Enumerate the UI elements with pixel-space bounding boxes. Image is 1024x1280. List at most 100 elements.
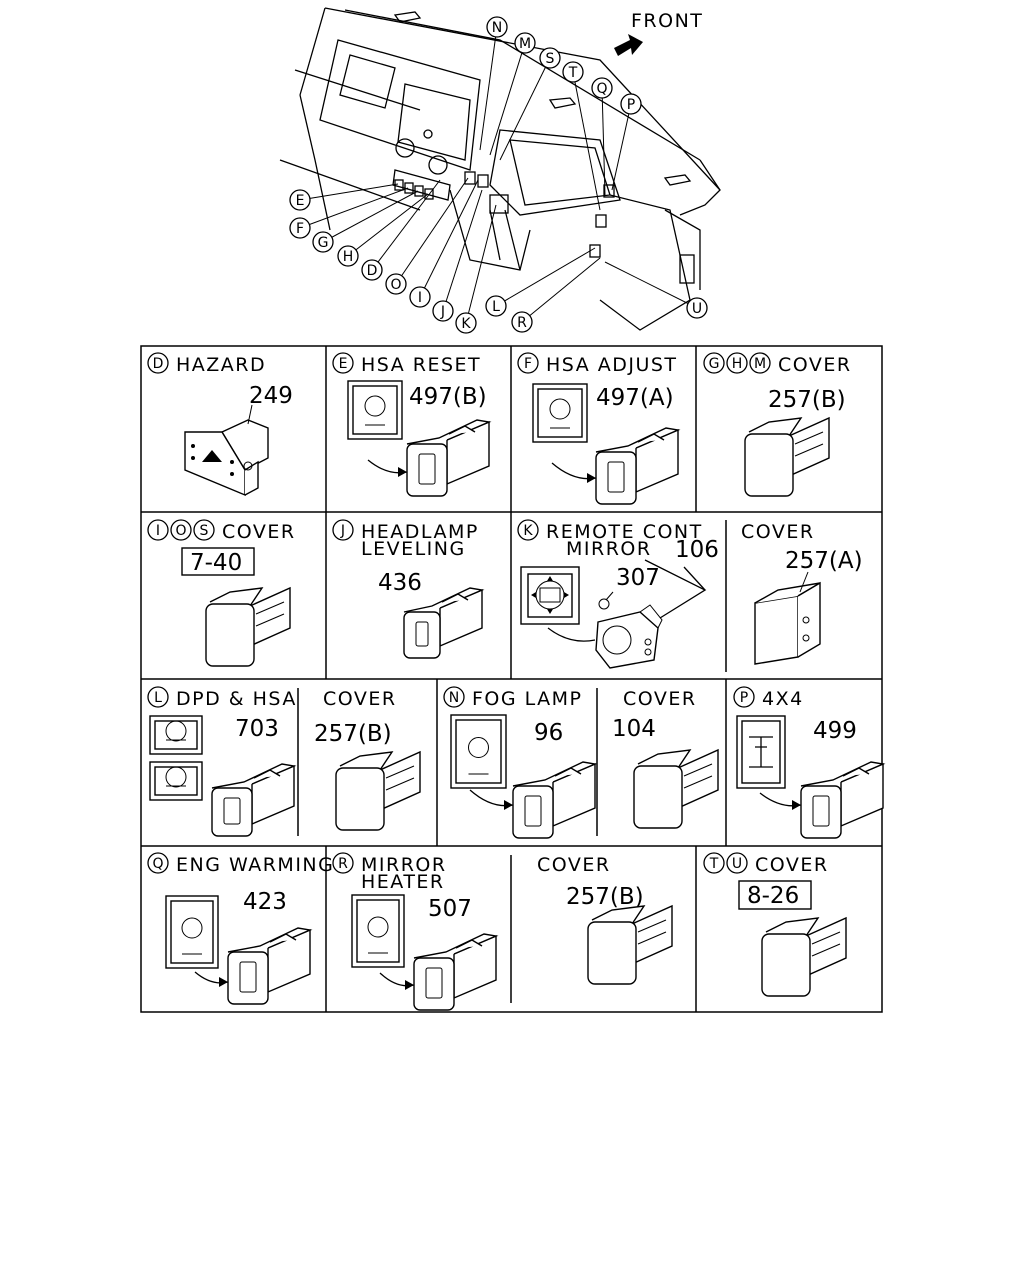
letter-circle [726, 352, 748, 374]
cell-title: HAZARD [176, 354, 266, 376]
fog-lamp-icon-panel [450, 714, 507, 789]
letter-circle [332, 519, 354, 541]
hazard-switch-part [184, 404, 269, 497]
part-number-497a: 497(A) [596, 385, 674, 411]
mirror-heater-switch [413, 933, 499, 1011]
letter-circle [193, 519, 215, 541]
callout-letter: P [627, 97, 635, 113]
dashboard-overview [279, 7, 721, 331]
letter-circle [517, 352, 539, 374]
cell-title: COVER [778, 354, 852, 376]
cell-header-e: E HSA RESET [332, 352, 481, 376]
part-number-307: 307 [616, 565, 660, 591]
callout-letter: O [390, 277, 401, 293]
letter-l: L [154, 690, 162, 706]
headlamp-leveling-switch [403, 587, 485, 659]
cover-104-part [633, 748, 719, 829]
part-number-497b: 497(B) [409, 384, 487, 410]
callout-s: S [499, 47, 561, 161]
dpd-icon-panel [149, 715, 203, 755]
part-number-257b: 257(B) [566, 884, 644, 910]
letter-r: R [338, 856, 348, 872]
fog-lamp-switch [512, 761, 598, 839]
letter-circle [517, 519, 539, 541]
ref-number-7-40: 7-40 [190, 550, 242, 576]
letter-g: G [709, 356, 720, 372]
cell-title: HSA RESET [361, 354, 481, 376]
callout-i: I [409, 179, 479, 308]
cover-8-26-part [761, 916, 847, 997]
cell-header-lc: COVER [323, 688, 397, 710]
part-number-257b: 257(B) [768, 387, 846, 413]
callout-r: R [511, 257, 601, 333]
callout-letter: L [492, 299, 500, 315]
letter-p: P [740, 690, 748, 706]
callout-o: O [385, 177, 469, 295]
letter-n: N [449, 690, 459, 706]
cell-title: HEADLAMP [361, 521, 479, 543]
letter-circle [443, 686, 465, 708]
callout-u: U [604, 261, 708, 319]
letter-circle [332, 352, 354, 374]
part-number-104: 104 [612, 716, 656, 742]
cell-title: COVER [323, 688, 397, 710]
remote-mirror-switch-part [520, 559, 707, 669]
letter-q: Q [152, 856, 163, 872]
letter-e: E [339, 356, 348, 372]
callout-n: N [479, 16, 508, 151]
cover-257b-part [335, 750, 421, 831]
ref-box [738, 880, 812, 910]
letter-t: T [709, 856, 719, 872]
callout-letter: N [492, 20, 502, 36]
letter-circle [147, 519, 169, 541]
letter-f: F [524, 356, 532, 372]
cell-title: ENG WARMING [176, 854, 334, 876]
front-arrow-icon [614, 34, 643, 56]
cover-257b-part [587, 904, 673, 985]
front-label: FRONT [631, 10, 703, 32]
letter-j: J [340, 523, 345, 539]
cell-title: 4X4 [762, 688, 804, 710]
callout-d: D [361, 179, 441, 281]
part-number-507: 507 [428, 896, 472, 922]
cell-header-kc: COVER [741, 521, 815, 543]
hsa-reset-switch [406, 419, 492, 497]
part-number-106: 106 [675, 537, 719, 563]
cell-title: COVER [222, 521, 296, 543]
hsa-adjust-switch [595, 427, 681, 505]
letter-circle [147, 352, 169, 374]
callout-k: K [455, 204, 497, 334]
callout-letter: H [343, 249, 354, 265]
callout-letter: S [546, 51, 555, 67]
callout-t: T [562, 61, 601, 211]
cell-title: HSA ADJUST [546, 354, 678, 376]
dpd-hsa-switch [211, 763, 297, 837]
cell-header-nc: COVER [623, 688, 695, 710]
part-number-436: 436 [378, 570, 422, 596]
eng-warming-switch [227, 927, 313, 1005]
callout-letter: R [517, 315, 527, 331]
callout-letter: K [461, 316, 471, 332]
cell-title: DPD & HSA [176, 688, 297, 710]
ref-box [181, 547, 255, 576]
callout-p: P [611, 93, 642, 191]
cell-title: MIRROR [361, 854, 447, 876]
part-numbers: 249 497(B) 497(A) 257(B) 7-40 436 106 30… [181, 383, 863, 922]
letter-circle [332, 852, 354, 874]
letter-circle [733, 686, 755, 708]
callout-letter: G [318, 235, 329, 251]
callout-m: M [489, 32, 536, 156]
letter-s: S [200, 523, 209, 539]
cell-header-rc: COVER [537, 854, 609, 876]
hsa-icon-panel [149, 761, 203, 801]
callout-letter: T [568, 65, 578, 81]
cover-257b-part [744, 416, 830, 497]
cell-title: COVER [741, 521, 815, 543]
